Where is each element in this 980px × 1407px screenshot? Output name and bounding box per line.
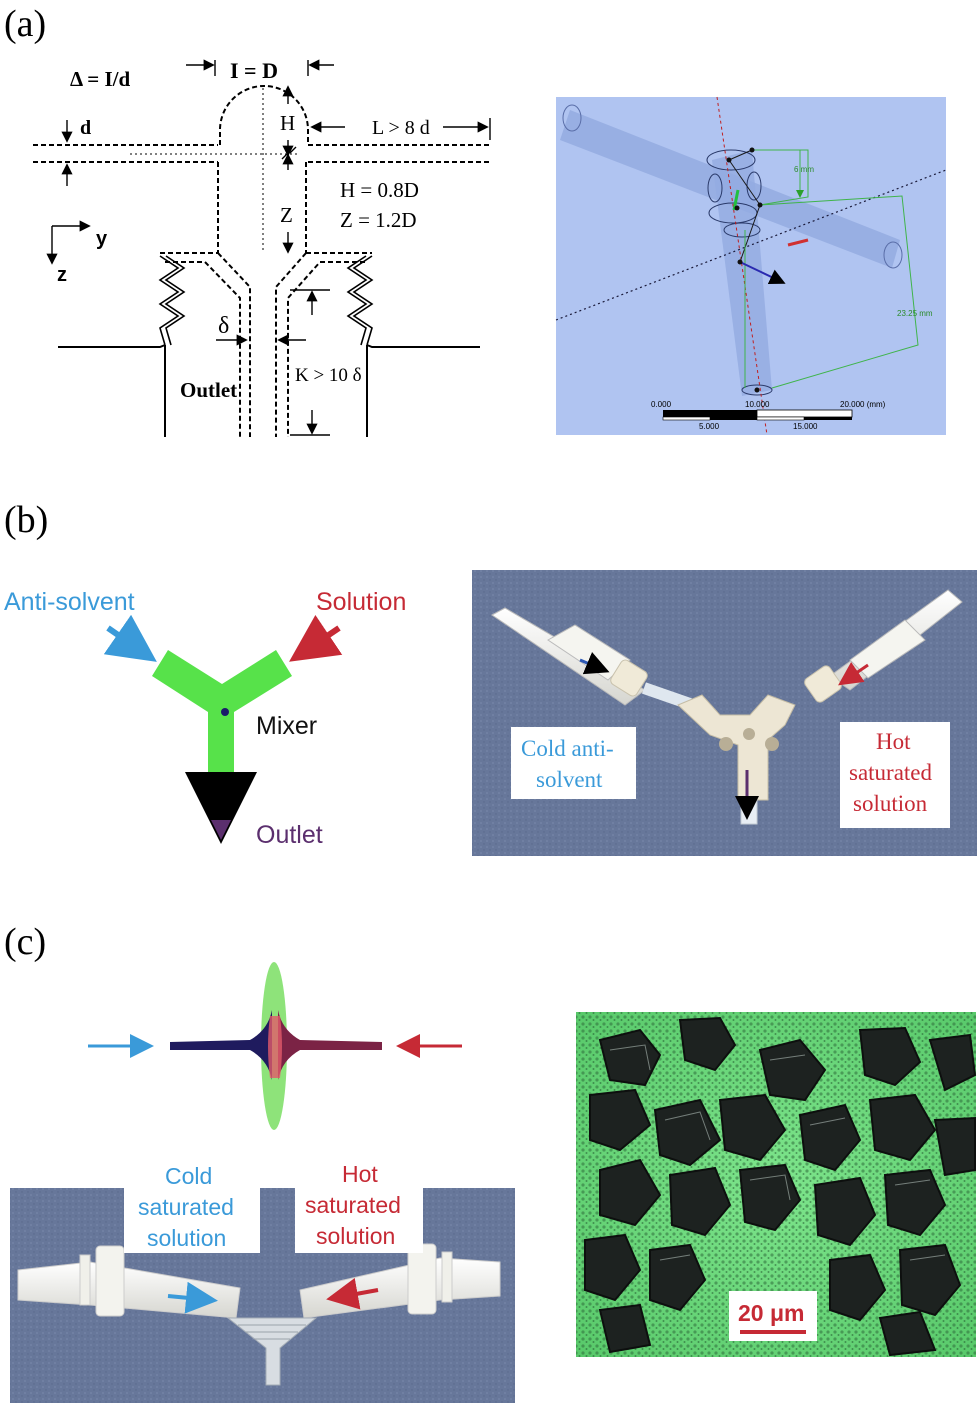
cold-anti-solvent-line2: solvent (536, 767, 603, 792)
cold-saturated-line2: saturated (138, 1194, 234, 1220)
delta-label: δ (218, 313, 229, 339)
anti-solvent-arrow (103, 614, 157, 662)
crystal-micrograph: 20 μm (576, 1012, 977, 1357)
scale-bar-label: 20 μm (738, 1300, 805, 1326)
hot-saturated-line3: solution (853, 791, 928, 816)
cad-scale-bar: 0.000 10.000 20.000 (mm) 5.000 15.000 (651, 400, 886, 431)
hot-saturated-line1: Hot (876, 729, 911, 754)
cad-red-axis (716, 96, 768, 436)
z-label: Z (280, 203, 293, 227)
cold-saturated-line3: solution (147, 1225, 226, 1251)
hot-saturated-c-line2: saturated (305, 1192, 401, 1218)
axis-y-label: y (96, 228, 108, 250)
cold-anti-solvent-line1: Cold anti- (521, 736, 614, 761)
schematic-labels: Δ = I/d I = D d H Z L > 8 d H = 0.8D Z =… (57, 58, 430, 402)
scale-bar-line (740, 1330, 806, 1334)
hot-saturated-c-box (295, 1155, 423, 1253)
h-equation: H = 0.8D (340, 178, 419, 202)
cad-scale-10: 10.000 (745, 400, 770, 409)
l-label: L > 8 d (372, 117, 430, 139)
k-label: K > 10 δ (295, 365, 362, 386)
cad-scale-15: 15.000 (793, 422, 818, 431)
hot-saturated-box (840, 722, 950, 828)
nozzle-schematic (33, 85, 490, 437)
cold-saturated-line1: Cold (165, 1163, 212, 1189)
solution-label: Solution (316, 588, 406, 616)
schematic-dimensions (46, 59, 491, 436)
hot-saturated-c-line3: solution (316, 1223, 395, 1249)
cad-scale-5: 5.000 (699, 422, 720, 431)
i-eq-d-label: I = D (230, 58, 278, 83)
anti-solvent-label: Anti-solvent (4, 588, 135, 616)
h-label: H (280, 111, 295, 135)
y-mixer-photo: Cold anti- solvent Hot saturated solutio… (472, 570, 977, 856)
hot-saturated-c-line1: Hot (342, 1161, 378, 1187)
cad-dim-6mm: 6 mm (794, 165, 814, 174)
cold-anti-solvent-box (511, 727, 636, 799)
cad-scale-20: 20.000 (mm) (840, 400, 886, 409)
impinging-jet-diagram (88, 962, 462, 1130)
panel-a-label: (a) (4, 3, 46, 45)
crystals (584, 1016, 977, 1357)
solution-arrow (289, 614, 343, 662)
z-equation: Z = 1.2D (340, 208, 417, 232)
hot-saturated-line2: saturated (849, 760, 933, 785)
d-label: d (80, 117, 91, 139)
mixer-point (221, 708, 229, 716)
outlet-label-b: Outlet (256, 821, 323, 849)
cad-scale-0: 0.000 (651, 400, 672, 409)
cold-saturated-box (124, 1155, 260, 1253)
cold-jet (170, 1010, 272, 1080)
delta-formula: Δ = I/d (70, 67, 130, 91)
panel-c-label: (c) (4, 921, 46, 963)
axis-z-label: z (57, 264, 67, 286)
y-mixer-diagram: Anti-solvent Solution Mixer Outlet (4, 588, 406, 849)
cad-view: 6 mm 23.25 mm 0.000 10.000 20.000 (mm) 5… (555, 96, 947, 436)
panel-b-label: (b) (4, 499, 48, 541)
cad-dim-23mm: 23.25 mm (897, 309, 933, 318)
outlet-label-a: Outlet (180, 378, 237, 402)
mixer-label: Mixer (256, 712, 317, 740)
impinging-jet-photo: Cold saturated solution Hot saturated so… (10, 1155, 515, 1403)
hot-jet (278, 1010, 382, 1080)
